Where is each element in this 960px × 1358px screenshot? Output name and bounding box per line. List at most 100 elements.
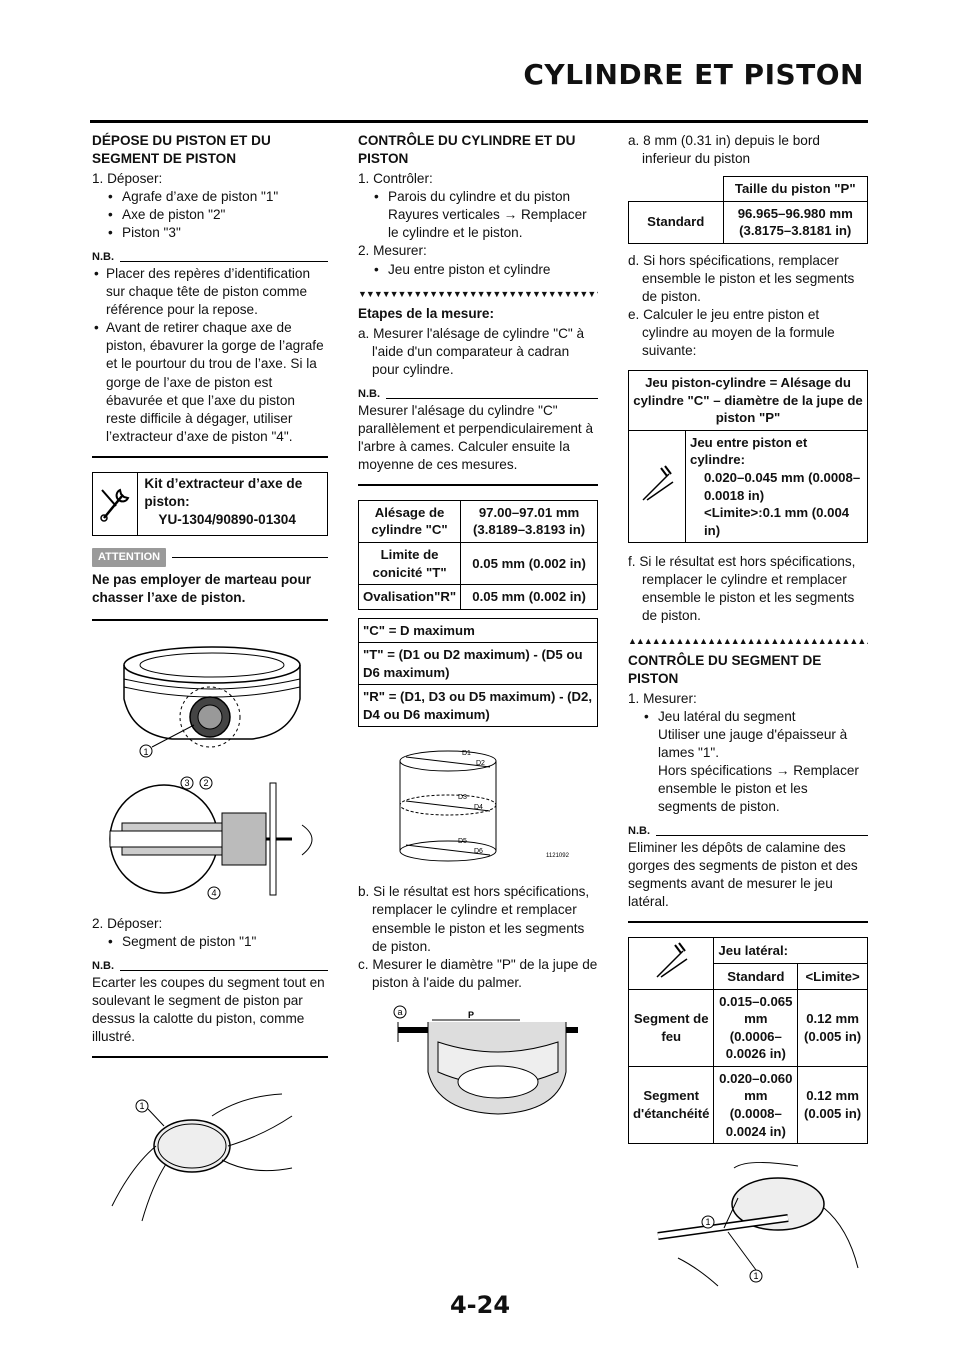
step-1: 1. Déposer: — [92, 171, 163, 187]
ring-removal-figure: 1 — [111, 1093, 293, 1222]
callout-1: 1 — [139, 1101, 144, 1111]
table-row: Ovalisation"R" 0.05 mm (0.002 in) — [357, 584, 598, 610]
section-title-piston-removal: DÉPOSE DU PISTON ET DU SEGMENT DE PISTON — [92, 133, 271, 167]
pin-extractor-figure: 3 2 4 — [109, 776, 313, 900]
table-row: Alésage de cylindre "C" 97.00–97.01 mm (… — [357, 499, 598, 543]
list-item: Parois du cylindre et du piston — [358, 188, 598, 206]
wrench-icon — [93, 472, 139, 536]
step-1: 1. Mesurer: — [628, 690, 697, 706]
ring-gauge-figure: 1 1 — [657, 1162, 859, 1287]
table-cell: "R" = (D1, D3 ou D5 maximum) - (D2, D4 o… — [358, 684, 598, 728]
table-row: Jeu piston-cylindre = Alésage du cylindr… — [628, 370, 868, 431]
list-item: Axe de piston "2" — [92, 206, 328, 224]
step-c: c. Mesurer le diamètre "P" de la jupe de… — [358, 956, 598, 990]
label-d4: D4 — [474, 804, 483, 811]
table-row: Segment de feu 0.015–0.065 mm (0.0006–0.… — [627, 988, 868, 1067]
list-item: Segment de piston "1" — [92, 933, 328, 951]
tool-title: Kit d’extracteur d’axe de piston: — [144, 475, 303, 509]
step-1: 1. Contrôler: — [358, 171, 433, 187]
clearance-limit: <Limite>:0.1 mm (0.004 in) — [704, 505, 850, 538]
callout-a: a — [397, 1007, 402, 1017]
list-item: Piston "3" — [92, 224, 328, 242]
attention-text: Ne pas employer de marteau pour chasser … — [92, 571, 312, 605]
caliper-icon — [628, 430, 686, 544]
label-d6: D6 — [474, 848, 483, 855]
table-cell: Segment d'étanchéité — [627, 1065, 715, 1145]
table-cell: 0.12 mm (0.005 in) — [797, 988, 868, 1067]
table-cell: 0.015–0.065 mm (0.0006–0.0026 in) — [713, 988, 799, 1067]
note-label: N.B. — [358, 387, 380, 400]
steps-end-marker: ▲▲▲▲▲▲▲▲▲▲▲▲▲▲▲▲▲▲▲▲▲▲▲▲▲▲▲▲▲▲▲▲ — [628, 635, 868, 646]
step-2: 2. Mesurer: — [358, 243, 427, 259]
side-clearance-table: Jeu latéral: Standard <Limite> Segment d… — [627, 937, 868, 1145]
table-header: Taille du piston "P" — [722, 176, 868, 202]
steps-title: Etapes de la mesure: — [358, 305, 494, 321]
step-f: f. Si le résultat est hors spécification… — [628, 554, 856, 624]
list-item: Jeu latéral du segment — [628, 708, 868, 726]
clearance-spec-box: Jeu entre piston et cylindre: 0.020–0.04… — [628, 430, 868, 544]
label-d1: D1 — [462, 750, 471, 757]
cylinder-bore-figure: D1 D2 D3 D4 D5 D6 1121092 — [399, 750, 570, 862]
list-item-detail: Utiliser une jauge d'épaisseur à lames "… — [658, 726, 848, 760]
table-title: Jeu latéral: — [713, 937, 868, 964]
table-cell: "T" = (D1 ou D2 maximum) - (D5 ou D6 max… — [358, 642, 598, 686]
callout-1: 1 — [143, 747, 148, 757]
list-item-detail: Rayures verticales → Remplacer le cylind… — [388, 207, 587, 241]
table-cell: 97.00–97.01 mm (3.8189–3.8193 in) — [460, 499, 598, 543]
step-a: a. Mesurer l'alésage de cylindre "C" à l… — [358, 325, 585, 377]
table-cell: 0.12 mm (0.005 in) — [797, 1065, 868, 1145]
list-item: Jeu entre piston et cylindre — [358, 261, 598, 279]
note-block: N.B. Ecarter les coupes du segment tout … — [92, 959, 328, 1058]
label-d3: D3 — [458, 794, 467, 801]
note-block: N.B. Eliminer les dépôts de calamine des… — [628, 824, 868, 924]
note-item: Avant de retirer chaque axe de piston, é… — [92, 319, 328, 446]
clearance-title: Jeu entre piston et cylindre: — [690, 434, 808, 468]
callout-3: 3 — [184, 778, 189, 788]
list-item: Agrafe d’axe de piston "1" — [92, 188, 328, 206]
section-title-cylinder-check: CONTRÔLE DU CYLINDRE ET DU PISTON — [358, 133, 576, 167]
table-cell: Standard — [628, 200, 724, 244]
table-row: Segment d'étanchéité 0.020–0.060 mm (0.0… — [627, 1065, 868, 1145]
table-cell: Segment de feu — [627, 988, 715, 1067]
label-p: P — [468, 1010, 474, 1020]
callout-2: 2 — [203, 778, 208, 788]
table-row: "R" = (D1, D3 ou D5 maximum) - (D2, D4 o… — [358, 684, 598, 728]
callout-4: 4 — [211, 888, 216, 898]
label-d2: D2 — [476, 760, 485, 767]
table-cell: Alésage de cylindre "C" — [357, 499, 462, 543]
piston-clip-figure: 1 — [123, 646, 301, 758]
table-cell: "C" = D maximum — [358, 617, 598, 644]
note-item: Placer des repères d’identification sur … — [92, 265, 328, 319]
note-text: Ecarter les coupes du segment tout en so… — [92, 974, 325, 1044]
step-2: 2. Déposer: — [92, 915, 163, 931]
micrometer-figure: a P — [393, 1005, 578, 1115]
step-d: d. Si hors spécifications, remplacer ens… — [628, 252, 855, 304]
table-row: "C" = D maximum — [358, 617, 598, 644]
table-cell: Ovalisation"R" — [357, 584, 462, 610]
clearance-value: 0.020–0.045 mm (0.0008–0.0018 in) — [704, 470, 861, 503]
formula-table: "C" = D maximum "T" = (D1 ou D2 maximum)… — [358, 617, 598, 728]
table-header: <Limite> — [797, 962, 868, 990]
page-title: CYLINDRE ET PISTON — [523, 58, 864, 91]
table-cell: 96.965–96.980 mm (3.8175–3.8181 in) — [722, 200, 868, 244]
table-cell: 0.05 mm (0.002 in) — [460, 541, 598, 586]
clearance-formula-box: Jeu piston-cylindre = Alésage du cylindr… — [628, 370, 868, 431]
label-d5: D5 — [458, 838, 467, 845]
table-cell: 0.05 mm (0.002 in) — [460, 584, 598, 610]
caliper-icon — [627, 937, 715, 990]
column-2: CONTRÔLE DU CYLINDRE ET DU PISTON 1. Con… — [357, 132, 598, 1128]
column-3: a. 8 mm (0.31 in) depuis le bord inferie… — [627, 132, 868, 1288]
note-block: N.B. Mesurer l'alésage du cylindre "C" p… — [358, 387, 598, 486]
list-item-detail: Hors spécifications → Remplacer ensemble… — [658, 762, 859, 815]
note-text: Mesurer l'alésage du cylindre "C" parall… — [358, 402, 594, 472]
note-a: a. 8 mm (0.31 in) depuis le bord inferie… — [628, 133, 820, 167]
step-b: b. Si le résultat est hors spécification… — [358, 884, 590, 954]
table-row: "T" = (D1 ou D2 maximum) - (D5 ou D6 max… — [358, 642, 598, 686]
attention-label: ATTENTION — [92, 548, 167, 567]
callout-1: 1 — [753, 1271, 758, 1281]
special-tool-box: Kit d’extracteur d’axe de piston: YU-130… — [92, 471, 328, 537]
table-header: Standard — [713, 962, 799, 990]
table-row: Jeu latéral: — [627, 937, 868, 990]
